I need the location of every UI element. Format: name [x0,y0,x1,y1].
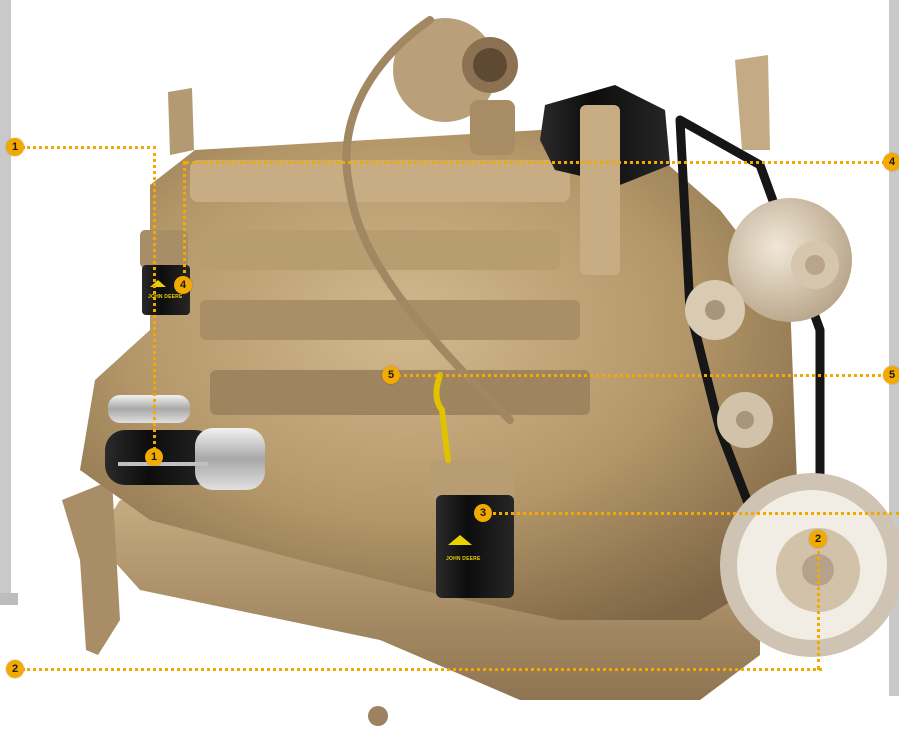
lift-bracket-front [735,55,770,150]
block-rib [200,300,580,340]
turbo-outlet [470,100,515,155]
callout-2-pulley[interactable]: 2 [809,530,827,548]
valve-cover [190,160,570,202]
leader-line-3 [486,512,899,515]
callout-3-oil-filter[interactable]: 3 [474,504,492,522]
leader-line-4-vertical [183,161,186,281]
drain-plug [368,706,388,726]
starter-solenoid [108,395,190,423]
fuel-filter-head [140,230,188,268]
leader-line-5 [392,374,899,377]
oil-filter-head [430,460,515,500]
right-side-bar [889,0,899,696]
leader-line-2-vertical [817,544,820,670]
callout-5-right[interactable]: 5 [883,366,899,384]
fuel-filter-decal: JOHN DEERE [148,294,183,300]
callout-1-starter[interactable]: 1 [145,448,163,466]
oil-line [342,16,514,424]
callout-4-fuel-filter[interactable]: 4 [174,276,192,294]
mounting-bracket [62,480,120,655]
left-side-tab [0,593,18,605]
lift-bracket-rear [168,88,194,155]
turbocharger [393,18,497,122]
callout-1-left[interactable]: 1 [6,138,24,156]
starter-endcap [195,428,265,490]
leader-line-4 [185,161,899,164]
oil-pan [95,500,760,700]
leader-line-1 [22,146,156,149]
fan-pulley [728,198,852,322]
left-side-bar [0,0,11,593]
oil-filter-decal: JOHN DEERE [446,556,481,562]
callout-4-right[interactable]: 4 [883,153,899,171]
block-rib [200,230,560,270]
leader-line-1-vertical [153,146,156,456]
leader-line-2 [22,668,822,671]
alternator-bracket [580,105,620,275]
callout-5-center[interactable]: 5 [382,366,400,384]
oil-filter [436,495,514,598]
callout-2-left[interactable]: 2 [6,660,24,678]
dipstick [433,372,451,463]
